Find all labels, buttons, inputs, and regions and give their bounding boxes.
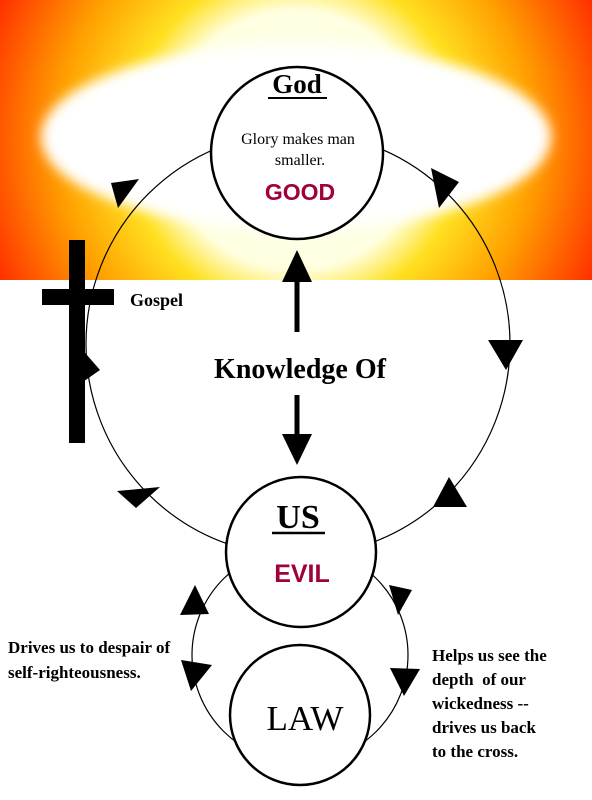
us-title: US xyxy=(276,499,319,536)
gospel-label: Gospel xyxy=(130,290,183,310)
helps-line4: drives us back xyxy=(432,718,536,737)
despair-line1: Drives us to despair of xyxy=(8,638,170,657)
despair-line2: self-righteousness. xyxy=(8,663,141,682)
god-caption-line1: Glory makes man xyxy=(241,131,355,148)
knowledge-arrow-up-head xyxy=(282,250,312,282)
us-quality: EVIL xyxy=(274,560,330,588)
cycle-arrow-right xyxy=(488,340,523,370)
law-arrow-lower-left xyxy=(181,660,212,691)
cycle-arrow-top-left xyxy=(111,179,139,208)
helps-line2: depth of our xyxy=(432,670,526,689)
cycle-arrow-bottom-right xyxy=(433,477,467,507)
law-arrow-upper-right xyxy=(389,585,412,615)
law-title: LAW xyxy=(267,699,344,738)
god-node xyxy=(209,65,385,241)
helps-line5: to the cross. xyxy=(432,742,518,761)
law-arrow-lower-right xyxy=(390,668,420,696)
cycle-arrow-bottom-left xyxy=(117,487,160,508)
god-title: God xyxy=(272,69,322,99)
knowledge-arrow-down-head xyxy=(282,434,312,465)
law-arrow-upper-left xyxy=(180,585,209,615)
god-caption-line2: smaller. xyxy=(275,152,325,169)
helps-line3: wickedness -- xyxy=(432,694,529,713)
cross-icon xyxy=(42,240,114,443)
god-quality: GOOD xyxy=(265,179,335,205)
knowledge-label: Knowledge Of xyxy=(214,354,387,385)
cycle-arrow-top-right xyxy=(431,168,459,208)
law-node xyxy=(228,643,372,787)
us-node xyxy=(224,475,378,629)
helps-line1: Helps us see the xyxy=(432,646,547,665)
